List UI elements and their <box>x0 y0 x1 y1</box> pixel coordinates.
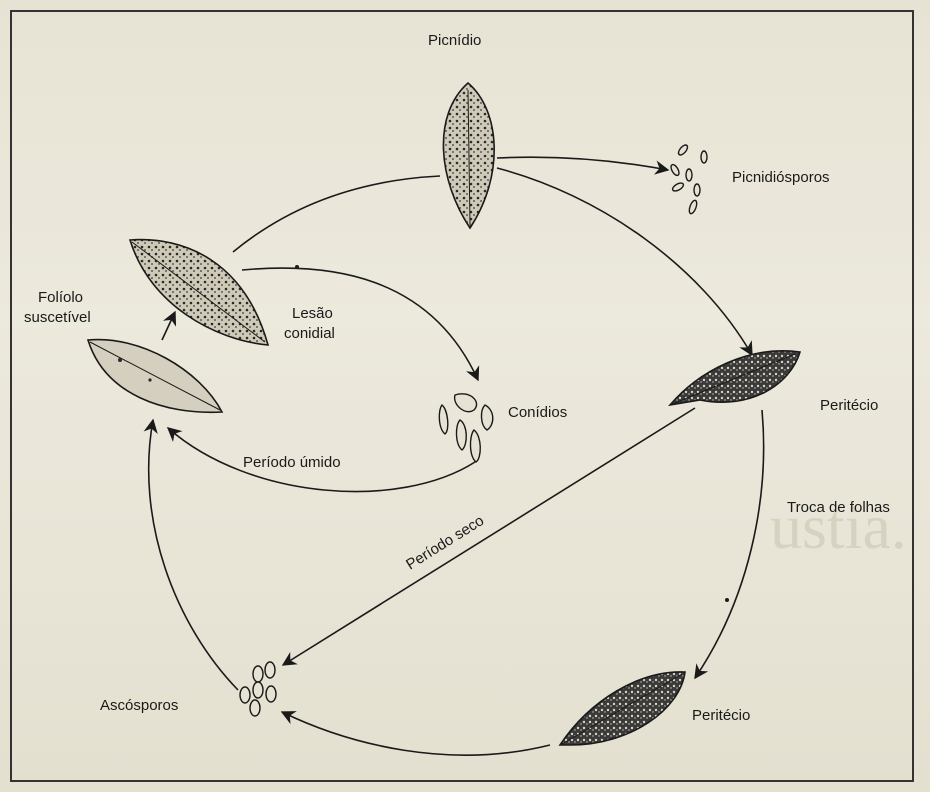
label-picnidiosporos: Picnidiósporos <box>732 169 830 186</box>
arrow-troca-de-folhas <box>695 410 764 678</box>
label-foliolo-line1: Folíolo <box>38 289 83 306</box>
label-troca-de-folhas: Troca de folhas <box>787 499 890 516</box>
label-lesao-line1: Lesão <box>292 305 333 322</box>
label-conidios: Conídios <box>508 404 567 421</box>
arrow-foliolo-to-lesao <box>162 312 175 340</box>
label-periodo-umido: Período úmido <box>243 454 341 471</box>
label-peritecio-bottom: Peritécio <box>692 707 750 724</box>
arrow-peritecio-to-ascosporos <box>282 712 550 755</box>
conidios-icon <box>439 394 492 462</box>
arrow-periodo-seco <box>283 408 695 665</box>
foliolo-suscetivel-leaf <box>88 340 222 413</box>
label-lesao-line2: conidial <box>284 325 335 342</box>
picnidiosporos-icon <box>669 143 707 214</box>
arrow-picnidio-to-peritecio <box>497 168 752 355</box>
peritecio-top-leaf <box>670 351 800 405</box>
arrow-ascosporos-to-foliolo <box>149 420 238 690</box>
arrow-picnidio-to-picnidiosporos <box>497 157 668 170</box>
picnidio-leaf <box>443 83 494 228</box>
arrow-lesao-to-conidios <box>242 268 478 380</box>
peritecio-bottom-leaf <box>560 672 685 745</box>
arrow-foliolo-to-picnidio <box>233 176 440 252</box>
label-ascosporos: Ascósporos <box>100 697 178 714</box>
label-picnidio: Picnídio <box>428 32 481 49</box>
ascosporos-icon <box>240 662 276 716</box>
label-foliolo-line2: suscetível <box>24 309 91 326</box>
label-peritecio-top: Peritécio <box>820 397 878 414</box>
lesao-conidial-leaf <box>130 240 268 345</box>
